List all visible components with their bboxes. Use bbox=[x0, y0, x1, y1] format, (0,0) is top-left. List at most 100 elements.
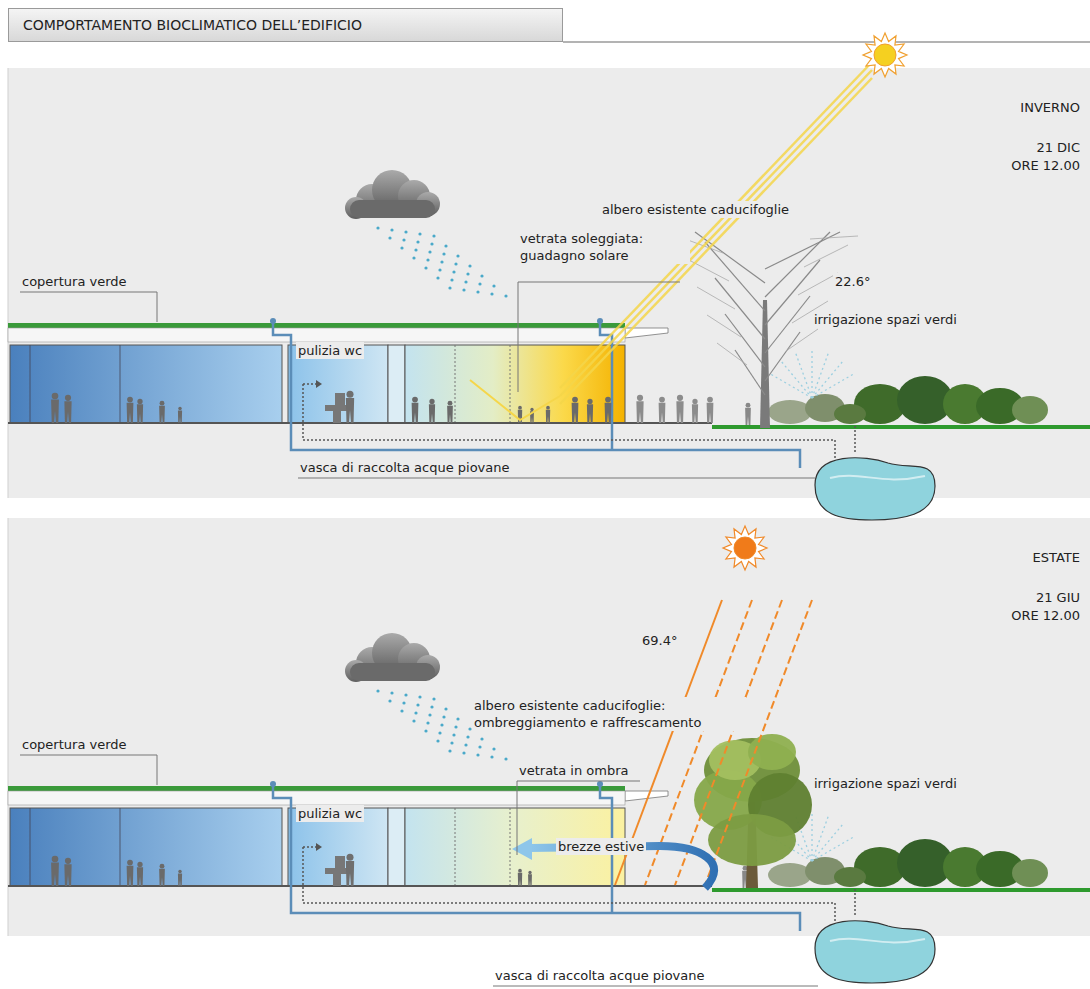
callout-label: brezze estive bbox=[556, 838, 646, 855]
person-head bbox=[127, 860, 133, 866]
callout-label: vasca di raccolta acque piovane bbox=[493, 967, 707, 984]
summer-scene bbox=[8, 633, 1090, 983]
person-head bbox=[65, 858, 71, 864]
glazing-left bbox=[10, 808, 282, 886]
mullion bbox=[120, 345, 121, 423]
rain-drop bbox=[468, 264, 471, 267]
rain-drop bbox=[454, 262, 457, 265]
mullion bbox=[120, 808, 121, 886]
person-body bbox=[346, 398, 354, 423]
date-time: 21 DIC bbox=[1036, 140, 1080, 156]
rain-drop bbox=[404, 230, 407, 233]
reuse-pipe bbox=[303, 846, 316, 848]
person-body bbox=[605, 403, 612, 423]
person-head bbox=[637, 395, 643, 401]
rain-drop bbox=[436, 739, 439, 742]
person-body bbox=[518, 873, 522, 886]
person-body bbox=[546, 410, 550, 423]
season-panel: INVERNO 21 DIC ORE 12.00 bbox=[8, 68, 1090, 498]
tree-branch bbox=[725, 314, 765, 367]
sprinkler-spray bbox=[812, 351, 829, 398]
leader-line bbox=[20, 292, 157, 322]
person-body bbox=[707, 403, 714, 423]
rain-drop bbox=[504, 757, 507, 760]
leader-line bbox=[20, 755, 157, 785]
sun bbox=[874, 44, 896, 66]
mullion bbox=[30, 808, 31, 886]
rain-cloud bbox=[345, 170, 508, 298]
panel-ground bbox=[8, 518, 1090, 936]
person-head bbox=[518, 869, 522, 873]
tank-water bbox=[830, 476, 925, 480]
rain-drop bbox=[424, 729, 427, 732]
deciduous-tree-bare bbox=[677, 232, 858, 428]
shrub bbox=[1012, 859, 1048, 887]
cloud-base bbox=[350, 200, 435, 218]
person-head bbox=[160, 401, 165, 406]
person-head bbox=[178, 870, 182, 874]
person-head bbox=[518, 406, 522, 410]
person-head bbox=[65, 395, 71, 401]
callout-label: irrigazione spazi verdi bbox=[812, 775, 959, 792]
person-head bbox=[528, 871, 531, 874]
winter-scene bbox=[8, 170, 1090, 520]
person-head bbox=[572, 397, 578, 403]
person-head bbox=[52, 393, 59, 400]
rain-drop bbox=[466, 735, 469, 738]
person-head bbox=[429, 399, 434, 404]
tree-twig bbox=[697, 287, 735, 309]
breeze-arrowhead bbox=[512, 838, 532, 860]
rain-drop bbox=[456, 717, 459, 720]
person-body bbox=[346, 861, 354, 886]
person-head bbox=[412, 397, 418, 403]
season-name: ESTATE bbox=[1033, 550, 1080, 566]
rain-drop bbox=[464, 743, 467, 746]
tree-branch bbox=[715, 278, 765, 339]
rainwater-tank bbox=[815, 921, 935, 983]
sprinkler-spray bbox=[811, 348, 812, 398]
green-roof bbox=[8, 323, 625, 328]
date-time: ORE 12.00 bbox=[1011, 158, 1080, 174]
reuse-arrow bbox=[316, 843, 322, 851]
panel-edge bbox=[8, 68, 9, 498]
title-rule bbox=[563, 41, 1090, 43]
sprinkler-spray bbox=[812, 836, 855, 861]
person-head bbox=[137, 399, 142, 404]
person-body bbox=[159, 869, 165, 886]
person-head bbox=[178, 407, 182, 411]
title-box: COMPORTAMENTO BIOCLIMATICO DELL’EDIFICIO bbox=[8, 8, 563, 42]
rainwater-tank bbox=[815, 458, 935, 520]
sprinkler-spray bbox=[780, 360, 812, 398]
rain-drop bbox=[402, 238, 405, 241]
date-time: 21 GIU bbox=[1036, 590, 1080, 606]
leader-line bbox=[493, 986, 818, 987]
tree-twig bbox=[687, 259, 729, 281]
rain-drop bbox=[430, 705, 433, 708]
column bbox=[388, 808, 405, 886]
season-name: INVERNO bbox=[1020, 100, 1080, 116]
rain-drop bbox=[414, 711, 417, 714]
person-head bbox=[346, 854, 353, 861]
callout-label: vetrata in ombra bbox=[517, 762, 630, 779]
rain-drop bbox=[478, 745, 481, 748]
rain-drop bbox=[430, 242, 433, 245]
person-head bbox=[346, 391, 353, 398]
tank-water bbox=[830, 939, 925, 943]
callout-label: copertura verde bbox=[20, 273, 129, 290]
rain-drop bbox=[400, 709, 403, 712]
rain-drop bbox=[414, 248, 417, 251]
tree-branch bbox=[735, 350, 765, 395]
rain-drop bbox=[390, 691, 393, 694]
rain-drop bbox=[444, 244, 447, 247]
rain-drop bbox=[416, 240, 419, 243]
irrigation-pipe bbox=[854, 425, 856, 452]
rain-drop bbox=[416, 703, 419, 706]
person-body bbox=[127, 403, 134, 423]
roof-drain bbox=[270, 318, 276, 324]
rain-drop bbox=[412, 256, 415, 259]
rain-drop bbox=[400, 246, 403, 249]
panel-ground bbox=[8, 68, 1090, 498]
wc-figure bbox=[325, 868, 347, 886]
person-head bbox=[587, 399, 592, 404]
person-body bbox=[51, 400, 59, 423]
